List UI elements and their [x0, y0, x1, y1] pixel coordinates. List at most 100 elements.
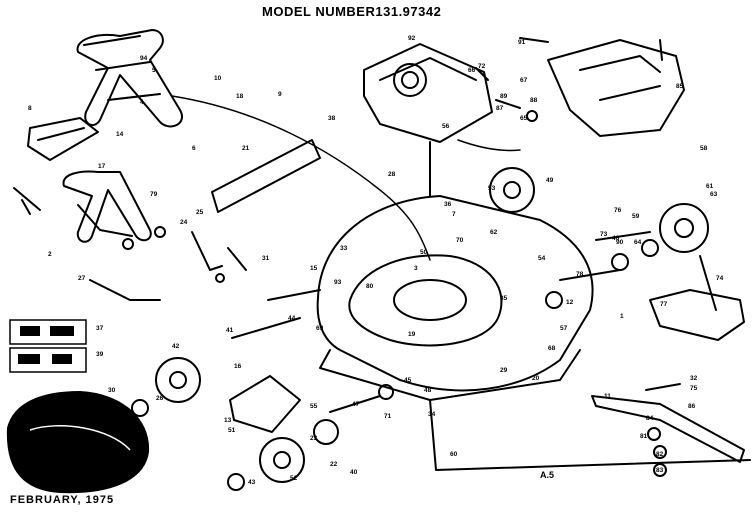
callout-number: 70: [456, 237, 464, 244]
misc-hardware: [13, 37, 717, 311]
callout-number: 65: [520, 115, 528, 122]
callout-number: 89: [500, 93, 508, 100]
engine: [363, 43, 493, 197]
hubcaps: [131, 239, 667, 491]
callout-number: 22: [330, 461, 338, 468]
model-number-value: 131.97342: [375, 4, 442, 19]
callout-number: 86: [688, 403, 696, 410]
mower-deck: [316, 195, 751, 471]
callout-number: 88: [530, 97, 538, 104]
callout-number: 69: [316, 325, 324, 332]
callout-number: 56: [442, 123, 450, 130]
callout-number: 55: [310, 403, 318, 410]
callout-number: 20: [532, 375, 540, 382]
callout-number: 71: [384, 413, 392, 420]
discharge-chute: [649, 289, 745, 341]
callout-number: 47: [352, 401, 360, 408]
callout-number: 54: [538, 255, 546, 262]
wheel-rear-right-upper: [489, 167, 535, 213]
callout-number: 24: [180, 219, 188, 226]
callout-number: 53: [488, 185, 496, 192]
callout-number: 39: [96, 351, 104, 358]
callout-number: 52: [290, 475, 298, 482]
callout-number: 90: [616, 239, 624, 246]
callout-number: 46: [612, 235, 620, 242]
callout-number: 13: [224, 417, 232, 424]
callout-number: 21: [242, 145, 250, 152]
callout-number: 61: [706, 183, 714, 190]
callout-number: 42: [172, 343, 180, 350]
callout-number: 73: [600, 231, 608, 238]
engine-cover: [547, 39, 685, 137]
callout-number: 10: [214, 75, 222, 82]
mower-blade: [591, 383, 745, 463]
callout-number: 32: [690, 375, 698, 382]
callout-number: 30: [108, 387, 116, 394]
upper-handle: [76, 29, 183, 128]
callout-number: 19: [408, 331, 416, 338]
callout-number: 4: [140, 99, 144, 106]
callout-number: 26: [156, 395, 164, 402]
callout-number: 5: [152, 67, 156, 74]
callout-number: 49: [546, 177, 554, 184]
callout-number: 94: [140, 55, 148, 62]
callout-number: 66: [468, 67, 476, 74]
callout-number: 59: [632, 213, 640, 220]
callout-number: 43: [248, 479, 256, 486]
callout-number: 50: [420, 249, 428, 256]
baffle-plate: [229, 375, 301, 433]
callout-number: 80: [366, 283, 374, 290]
callout-number: 45: [404, 377, 412, 384]
callout-number: 85: [676, 83, 684, 90]
callout-number: 78: [576, 271, 584, 278]
callout-number: 33: [340, 245, 348, 252]
callout-number: 74: [716, 275, 724, 282]
callout-number: 79: [150, 191, 158, 198]
callout-number: 34: [428, 411, 436, 418]
control-cable: [171, 95, 521, 261]
callout-number: 81: [640, 433, 648, 440]
callout-number: 8: [28, 105, 32, 112]
grass-catcher-bag: [6, 390, 150, 494]
lower-handle: [62, 170, 161, 301]
height-adjuster-parts: [231, 231, 651, 445]
callout-number: 77: [660, 301, 668, 308]
wheel-front-right: [259, 437, 305, 483]
callout-number: 11: [604, 393, 611, 400]
model-number-prefix: MODEL NUMBER: [262, 4, 376, 19]
baffle-shield: [211, 139, 321, 213]
callout-labels: 1234567891011121314151617181920212223242…: [28, 35, 724, 486]
callout-number: 28: [388, 171, 396, 178]
callout-number: 7: [452, 211, 456, 218]
callout-number: 9: [278, 91, 282, 98]
callout-number: 63: [710, 191, 718, 198]
callout-number: 27: [78, 275, 86, 282]
callout-number: 38: [328, 115, 336, 122]
callout-number: 2: [48, 251, 52, 258]
model-number-title: MODEL NUMBER131.97342: [262, 4, 441, 19]
callout-number: 57: [560, 325, 568, 332]
callout-number: 76: [614, 207, 622, 214]
callout-number: 92: [408, 35, 416, 42]
callout-number: 41: [226, 327, 234, 334]
callout-number: 51: [228, 427, 236, 434]
callout-number: 29: [500, 367, 508, 374]
callout-number: 16: [234, 363, 242, 370]
diagram-code: A.5: [540, 470, 555, 480]
callout-number: 12: [566, 299, 574, 306]
callout-number: 64: [634, 239, 642, 246]
callout-number: 15: [310, 265, 318, 272]
callout-number: 60: [450, 451, 458, 458]
handle-bracket-left: [122, 226, 247, 283]
callout-number: 3: [414, 265, 418, 272]
callout-number: 87: [496, 105, 504, 112]
wheel-front-left: [155, 357, 201, 403]
callout-number: 83: [656, 467, 664, 474]
callout-number: 25: [196, 209, 204, 216]
callout-number: 6: [192, 145, 196, 152]
parts-kit-1: [9, 319, 87, 345]
callout-number: 36: [444, 201, 452, 208]
parts-kit-2: [9, 347, 87, 373]
